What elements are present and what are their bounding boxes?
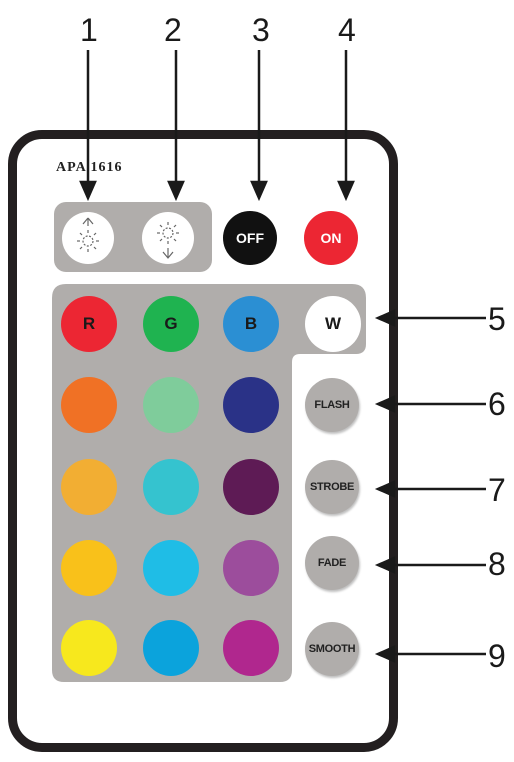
on-button[interactable]: ON (304, 211, 358, 265)
color-button-r3c3[interactable] (223, 540, 279, 596)
color-button-r2c1[interactable] (61, 459, 117, 515)
color-button-r2c3[interactable] (223, 459, 279, 515)
color-button-r1c2[interactable] (143, 377, 199, 433)
callout-2: 2 (164, 12, 182, 48)
sun-down-arrow-icon (157, 222, 179, 259)
flash-button[interactable]: FLASH (305, 378, 359, 432)
color-button-r2c2[interactable] (143, 459, 199, 515)
green-label: G (164, 314, 178, 333)
callout-8: 8 (488, 546, 506, 582)
brightness-down-button[interactable] (142, 212, 194, 264)
callout-4: 4 (338, 12, 356, 48)
off-label: OFF (236, 230, 264, 246)
color-button-r4c3[interactable] (223, 620, 279, 676)
color-button-r4c1[interactable] (61, 620, 117, 676)
on-label: ON (320, 230, 342, 246)
color-button-r3c2[interactable] (143, 540, 199, 596)
sun-up-arrow-icon (77, 217, 99, 252)
callout-7: 7 (488, 472, 506, 508)
color-button-r1c3[interactable] (223, 377, 279, 433)
smooth-button[interactable]: SMOOTH (305, 622, 359, 676)
blue-button[interactable]: B (223, 296, 279, 352)
callout-9: 9 (488, 638, 506, 674)
color-button-r3c1[interactable] (61, 540, 117, 596)
callout-1: 1 (80, 12, 98, 48)
callout-3: 3 (252, 12, 270, 48)
color-button-r4c2[interactable] (143, 620, 199, 676)
white-label: W (324, 314, 342, 333)
red-button[interactable]: R (61, 296, 117, 352)
off-button[interactable]: OFF (223, 211, 277, 265)
strobe-button[interactable]: STROBE (305, 460, 359, 514)
callout-5: 5 (488, 301, 506, 337)
brightness-up-button[interactable] (62, 212, 114, 264)
blue-label: B (244, 314, 258, 333)
green-button[interactable]: G (143, 296, 199, 352)
fade-button[interactable]: FADE (305, 536, 359, 590)
red-label: R (82, 314, 96, 333)
callout-6: 6 (488, 386, 506, 422)
color-button-r1c1[interactable] (61, 377, 117, 433)
white-button[interactable]: W (305, 296, 361, 352)
